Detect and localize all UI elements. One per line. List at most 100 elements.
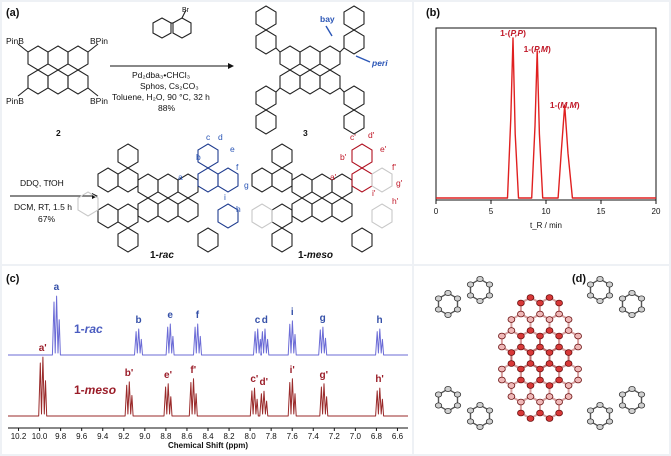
hplc-trace — [436, 37, 656, 199]
crystal-atom — [536, 409, 544, 417]
crystal-atom — [574, 332, 582, 340]
bromobiphenyl-structure — [152, 9, 192, 39]
crystal-side-atom-0 — [434, 295, 443, 302]
crystal-atom — [536, 398, 544, 406]
rac-label-f: f — [236, 162, 239, 172]
crystal-atom — [555, 376, 563, 384]
cond1-line2: Sphos, Cs₂CO₃ — [140, 81, 199, 91]
meso-label-e: e' — [380, 144, 387, 154]
crystal-side-atom-3 — [628, 311, 636, 318]
pinb-bottom-left: PinB — [6, 96, 24, 106]
cond1-line1: Pd₂dba₃•CHCl₃ — [132, 70, 190, 80]
nmr-xtick-label-5: 9.2 — [118, 432, 130, 441]
cond2-line3: 67% — [38, 214, 55, 224]
crystal-atom — [507, 393, 516, 400]
nmr-xtick-label-11: 8.0 — [245, 432, 257, 441]
reaction-scheme: PinB BPin PinB BPin 2 Br Pd₂dba₃•CHCl₃ S… — [6, 5, 403, 261]
crystal-atom — [526, 393, 535, 400]
crystal-side-atom-3 — [628, 289, 636, 296]
panel-c-bg — [2, 266, 412, 454]
rac-number: 1- — [150, 250, 159, 261]
nmr-peak-label-1-3: f' — [190, 365, 196, 376]
hplc-xtick-label-0: 0 — [434, 207, 439, 216]
nmr-peak-label-1-6: i' — [290, 365, 295, 376]
crystal-atom — [517, 332, 525, 340]
crystal-atom — [507, 316, 516, 323]
crystal-atom — [526, 294, 535, 301]
compound-3-structure — [255, 5, 365, 135]
crystal-atom — [545, 415, 554, 422]
nmr-peak-label-0-5: d — [262, 315, 268, 326]
nmr-xtick-label-3: 9.6 — [76, 432, 88, 441]
crystal-side-atom-6 — [596, 423, 604, 430]
crystal-atom — [536, 376, 544, 384]
nmr-xtick-label-14: 7.4 — [308, 432, 320, 441]
nmr-xtick-label-1: 10.0 — [32, 432, 48, 441]
nmr-peak-label-1-2: e' — [164, 370, 172, 381]
crystal-atom — [555, 332, 563, 340]
nmr-xtick-label-16: 7.0 — [350, 432, 362, 441]
nmr-peak-label-0-3: f — [196, 310, 200, 321]
meso-label-d: d' — [368, 130, 375, 140]
compound-2-structure — [17, 43, 99, 97]
crystal-atom — [564, 327, 573, 334]
crystal-side-atom-1 — [485, 292, 494, 299]
crystal-side-atom-2 — [605, 292, 614, 299]
crystal-side-atom-0 — [453, 295, 462, 302]
nmr-peak-label-0-2: e — [167, 310, 173, 321]
bpin-top-right: BPin — [90, 36, 108, 46]
nmr-xtick-label-13: 7.6 — [287, 432, 299, 441]
crystal-atom — [507, 360, 516, 367]
nmr-peak-label-0-0: a — [54, 282, 60, 293]
crystal-atom — [526, 327, 535, 334]
cond1-line4: 88% — [158, 103, 175, 113]
panel-a-label: (a) — [6, 7, 20, 19]
crystal-structure — [434, 275, 646, 430]
crystal-atom — [517, 365, 525, 373]
crystal-side-atom-7 — [628, 407, 636, 414]
crystal-side-atom-1 — [476, 275, 484, 282]
crystal-atom — [545, 382, 554, 389]
crystal-atom — [536, 365, 544, 373]
compound-2-label: 2 — [56, 128, 61, 138]
crystal-atom — [545, 327, 554, 334]
crystal-side-atom-4 — [453, 391, 462, 398]
nmr-xtick-label-10: 8.2 — [223, 432, 235, 441]
crystal-side-atom-5 — [466, 418, 475, 425]
crystal-atom — [555, 365, 563, 373]
crystal-atom — [517, 310, 525, 318]
rac-label-b: b — [196, 152, 201, 162]
nmr-peak-label-0-6: i — [291, 307, 294, 318]
crystal-side-atom-1 — [476, 297, 484, 304]
crystal-atom — [545, 393, 554, 400]
meso-label-a: a' — [330, 172, 337, 182]
crystal-atom — [545, 349, 554, 356]
crystal-side-atom-6 — [586, 407, 595, 414]
crystal-atom — [574, 376, 582, 384]
crystal-atom — [555, 398, 563, 406]
rac-label-c: c — [206, 132, 211, 142]
hplc-xtick-label-4: 20 — [652, 207, 661, 216]
crystal-side-atom-5 — [466, 407, 475, 414]
crystal-atom — [507, 327, 516, 334]
crystal-side-atom-4 — [434, 402, 443, 409]
nmr-xlabel: Chemical Shift (ppm) — [168, 441, 248, 450]
crystal-atom — [564, 382, 573, 389]
crystal-side-atom-7 — [637, 402, 646, 409]
nmr-xtick-label-18: 6.6 — [392, 432, 404, 441]
crystal-side-atom-4 — [444, 385, 452, 392]
crystal-side-atom-5 — [485, 418, 494, 425]
crystal-side-atom-7 — [618, 391, 627, 398]
crystal-side-atom-5 — [476, 401, 484, 408]
meso-label-c: c' — [350, 132, 356, 142]
hplc-xtick-label-1: 5 — [489, 207, 494, 216]
crystal-side-atom-6 — [586, 418, 595, 425]
compound-1-meso-structure — [251, 143, 393, 253]
compound-3-label: 3 — [303, 128, 308, 138]
nmr-xtick-label-7: 8.8 — [160, 432, 172, 441]
meso-label-b: b' — [340, 152, 347, 162]
crystal-side-atom-4 — [434, 391, 443, 398]
crystal-atom — [536, 310, 544, 318]
